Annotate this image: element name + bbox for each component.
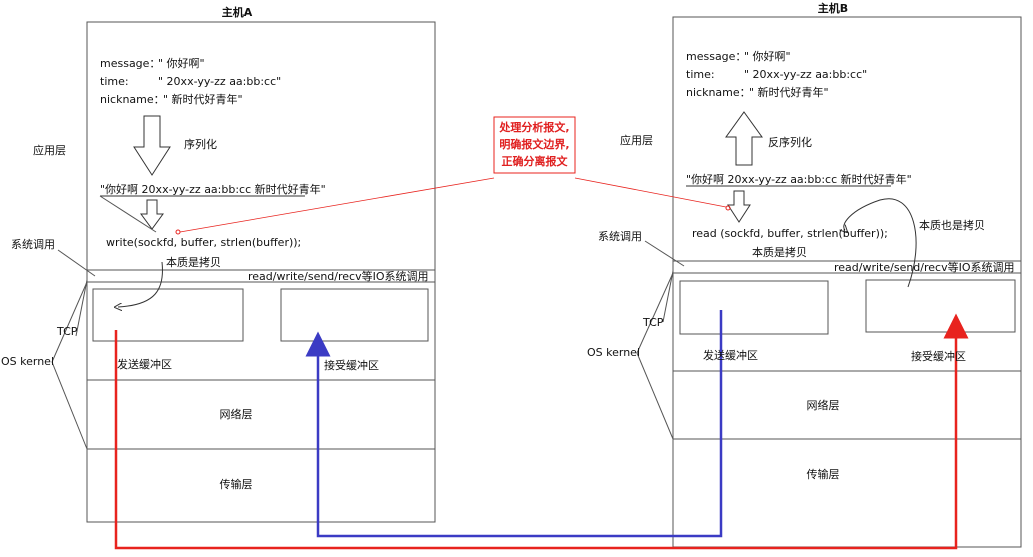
- host-a-send-buffer-box: [92, 288, 244, 342]
- host-a-small-down-arrow: [140, 199, 164, 230]
- host-b-kernel-label: OS kernel: [587, 346, 641, 359]
- host-b-read-call: read (sockfd, buffer, strlen(buffer));: [692, 227, 888, 240]
- host-a-syscall-connector: [57, 249, 96, 277]
- serialize-arrow: [133, 115, 171, 176]
- host-b-time-label: time:: [686, 68, 715, 81]
- host-a-serialize-label: 序列化: [184, 138, 217, 151]
- host-a-tcp-label: TCP: [57, 325, 78, 338]
- host-b-copy-curve: [844, 198, 917, 288]
- host-b-nickname-label: nickname：: [686, 86, 751, 99]
- host-a-app-layer-label: 应用层: [33, 144, 66, 157]
- annotation-box: [493, 116, 576, 174]
- host-b-kernel-connector-b: [636, 352, 674, 440]
- host-a-send-buffer-label: 发送缓冲区: [117, 358, 172, 371]
- host-b-tcp-connector-a: [662, 270, 674, 323]
- host-b-nickname-value: " 新时代好青年": [749, 86, 829, 99]
- host-a-frame: [86, 21, 436, 523]
- annotation-line-2: 明确报文边界,: [499, 138, 570, 151]
- host-a-tcp-connector-a: [75, 279, 88, 337]
- host-b-time-value: " 20xx-yy-zz aa:bb:cc": [744, 68, 868, 81]
- host-b-small-down-arrow: [727, 190, 751, 223]
- host-a-bracket-line: [99, 195, 157, 233]
- host-a-title: 主机A: [221, 6, 253, 19]
- host-b-transport-layer: 传输层: [806, 468, 840, 481]
- host-a-kernel-label: OS kernel: [1, 355, 55, 368]
- host-a-io-bar-label: read/write/send/recv等IO系统调用: [248, 270, 429, 283]
- host-b-network-layer: 网络层: [806, 399, 840, 412]
- host-b-kernel-connector-a: [636, 272, 674, 354]
- host-a-message-value: " 你好啊": [158, 57, 205, 70]
- host-b-copy-note-also: 本质也是拷贝: [919, 219, 985, 232]
- host-a-time-label: time:: [100, 75, 129, 88]
- host-a-nickname-label: nickname：: [100, 93, 165, 106]
- host-b-copy-note: 本质是拷贝: [752, 246, 807, 259]
- host-a-time-value: " 20xx-yy-zz aa:bb:cc": [158, 75, 282, 88]
- host-b-recv-buffer-box: [865, 279, 1016, 333]
- host-b-title: 主机B: [817, 2, 849, 15]
- annotation-pointer-a-end: [175, 229, 181, 235]
- host-b-syscall-label: 系统调用: [598, 230, 642, 243]
- annotation-pointer-b-end: [725, 205, 731, 211]
- host-b-app-layer-label: 应用层: [620, 134, 653, 147]
- host-a-kernel-connector-b: [51, 361, 88, 450]
- annotation-line-3: 正确分离报文: [501, 155, 568, 168]
- host-a-copy-curve: [118, 261, 163, 307]
- host-b-serialized-string: "你好啊 20xx-yy-zz aa:bb:cc 新时代好青年": [686, 173, 912, 186]
- host-a-kernel-connector-a: [51, 281, 88, 363]
- host-b-io-bar-label: read/write/send/recv等IO系统调用: [834, 261, 1015, 274]
- annotation-line-1: 处理分析报文,: [499, 121, 570, 134]
- host-a-serialized-string: "你好啊 20xx-yy-zz aa:bb:cc 新时代好青年": [100, 183, 326, 196]
- host-b-syscall-connector: [644, 240, 685, 267]
- host-b-send-buffer-box: [679, 280, 829, 335]
- host-a-copy-note: 本质是拷贝: [166, 256, 221, 269]
- host-b-message-label: message：: [686, 50, 747, 63]
- host-a-recv-buffer-box: [280, 288, 429, 342]
- host-a-write-call: write(sockfd, buffer, strlen(buffer));: [106, 236, 302, 249]
- red-data-path: [114, 313, 969, 550]
- host-a-nickname-value: " 新时代好青年": [163, 93, 243, 106]
- host-a-recv-buffer-label: 接受缓冲区: [324, 359, 379, 372]
- host-b-tcp-label: TCP: [643, 316, 664, 329]
- host-a-syscall-label: 系统调用: [11, 238, 55, 251]
- blue-data-path: [305, 310, 723, 538]
- annotation-pointer-a: [179, 177, 495, 233]
- host-a-message-label: message：: [100, 57, 161, 70]
- host-b-send-buffer-label: 发送缓冲区: [703, 349, 758, 362]
- host-a-transport-layer: 传输层: [219, 478, 253, 491]
- host-b-recv-buffer-label: 接受缓冲区: [911, 350, 966, 363]
- host-b-deserialize-label: 反序列化: [768, 136, 812, 149]
- host-b-message-value: " 你好啊": [744, 50, 791, 63]
- deserialize-arrow: [725, 111, 763, 166]
- host-a-network-layer: 网络层: [219, 408, 253, 421]
- annotation-pointer-b: [574, 177, 727, 208]
- annotation-text: 处理分析报文, 明确报文边界, 正确分离报文: [496, 119, 573, 170]
